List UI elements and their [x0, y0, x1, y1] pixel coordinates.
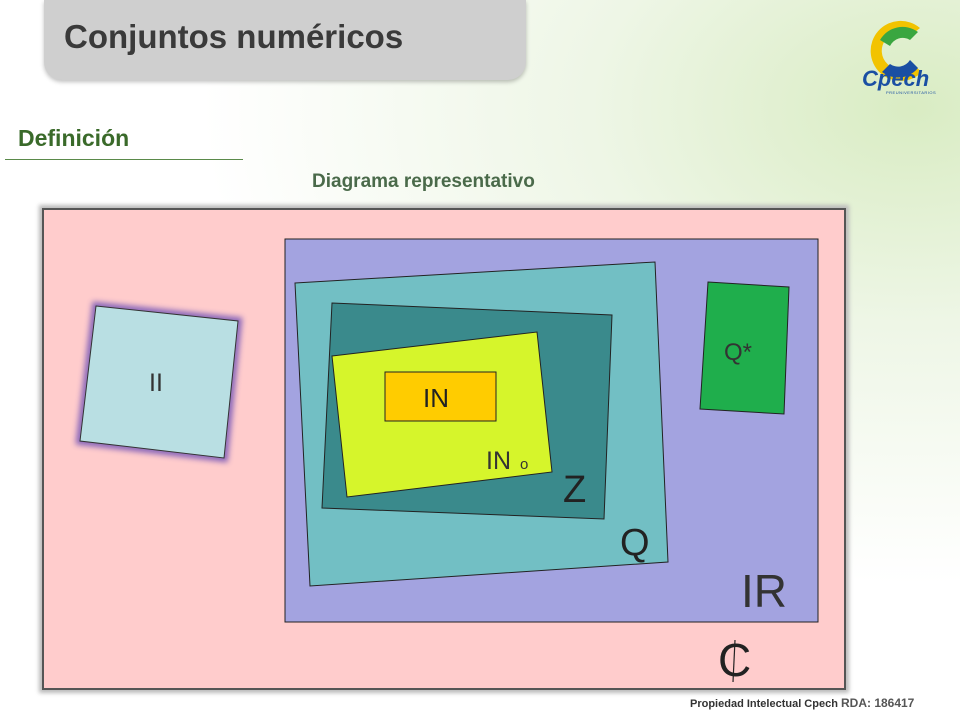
label-C-stroke: [732, 639, 736, 683]
logo-wordmark: Cpech: [862, 66, 930, 91]
diagram-subtitle: Diagrama representativo: [312, 171, 535, 192]
label-IR: IR: [741, 565, 787, 617]
page-title: Conjuntos numéricos: [64, 18, 404, 55]
label-IN: IN: [423, 383, 449, 413]
label-IN0-subscript: o: [520, 456, 528, 473]
cpech-logo-icon: [870, 20, 922, 81]
footer-rda: RDA: 186417: [840, 696, 915, 710]
label-Qstar: Q*: [724, 339, 752, 366]
section-heading: Definición: [18, 125, 130, 151]
set-Qstar-region: [699, 281, 790, 415]
footer-owner: Propiedad Intelectual Cpech: [690, 698, 838, 710]
set-IN-region: [384, 371, 497, 422]
logo-subtext: PREUNIVERSITARIOS: [886, 90, 937, 95]
footer-copyright: Propiedad Intelectual Cpech RDA: 186417: [690, 696, 914, 710]
label-II: II: [149, 369, 163, 397]
label-IN0: IN: [486, 447, 511, 475]
set-II-region: [79, 305, 239, 459]
title-tab: [44, 0, 526, 80]
label-Z: Z: [563, 469, 586, 511]
section-divider: [5, 159, 243, 160]
label-Q: Q: [620, 522, 650, 564]
